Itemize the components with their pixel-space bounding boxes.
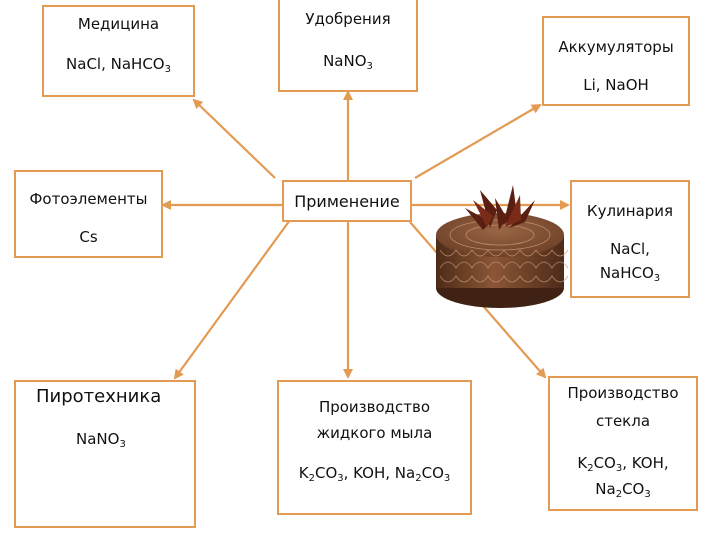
soap-box: Производство жидкого мыла K2CO3, KOH, Na… xyxy=(277,380,472,515)
cooking-formula-line1: NaCl, xyxy=(610,240,650,258)
medicine-title: Медицина xyxy=(77,15,160,33)
pyrotechnics-box: Пиротехника NaNO3 xyxy=(14,380,196,528)
fertilizers-title: Удобрения xyxy=(305,10,391,28)
medicine-box: Медицина NaCl, NaHCO3 xyxy=(42,5,195,97)
glass-formula-line1: K2CO3, KOH, xyxy=(577,454,669,474)
medicine-formula: NaCl, NaHCO3 xyxy=(66,55,171,75)
pyrotechnics-formula: NaNO3 xyxy=(76,430,126,450)
batteries-title: Аккумуляторы xyxy=(558,38,674,56)
arrow-to-batteries xyxy=(414,103,542,179)
glass-box: Производство стекла K2CO3, KOH, Na2CO3 xyxy=(548,376,698,511)
glass-formula-line2: Na2CO3 xyxy=(595,480,651,500)
batteries-formula: Li, NaOH xyxy=(583,76,649,94)
soap-formula: K2CO3, KOH, Na2CO3 xyxy=(298,464,451,484)
soap-title-line2: жидкого мыла xyxy=(316,424,433,442)
glass-title-line1: Производство xyxy=(567,384,679,402)
pyrotechnics-title: Пиротехника xyxy=(36,386,162,407)
batteries-box: Аккумуляторы Li, NaOH xyxy=(542,16,690,106)
photocells-title: Фотоэлементы xyxy=(29,190,148,208)
cooking-formula-line2: NaHCO3 xyxy=(599,264,661,284)
arrow-to-medicine xyxy=(192,98,276,179)
center-box: Применение xyxy=(282,180,412,222)
cooking-title: Кулинария xyxy=(586,202,674,220)
arrow-to-pyrotechnics xyxy=(173,219,291,380)
cake-image xyxy=(436,185,569,308)
photocells-box: Фотоэлементы Cs xyxy=(14,170,163,258)
glass-title-line2: стекла xyxy=(595,412,651,430)
soap-title-line1: Производство xyxy=(318,398,431,416)
fertilizers-formula: NaNO3 xyxy=(323,52,373,72)
fertilizers-box: Удобрения NaNO3 xyxy=(278,0,418,92)
cooking-box: Кулинария NaCl, NaHCO3 xyxy=(570,180,690,298)
photocells-formula: Cs xyxy=(79,228,98,246)
center-label: Применение xyxy=(294,192,400,211)
